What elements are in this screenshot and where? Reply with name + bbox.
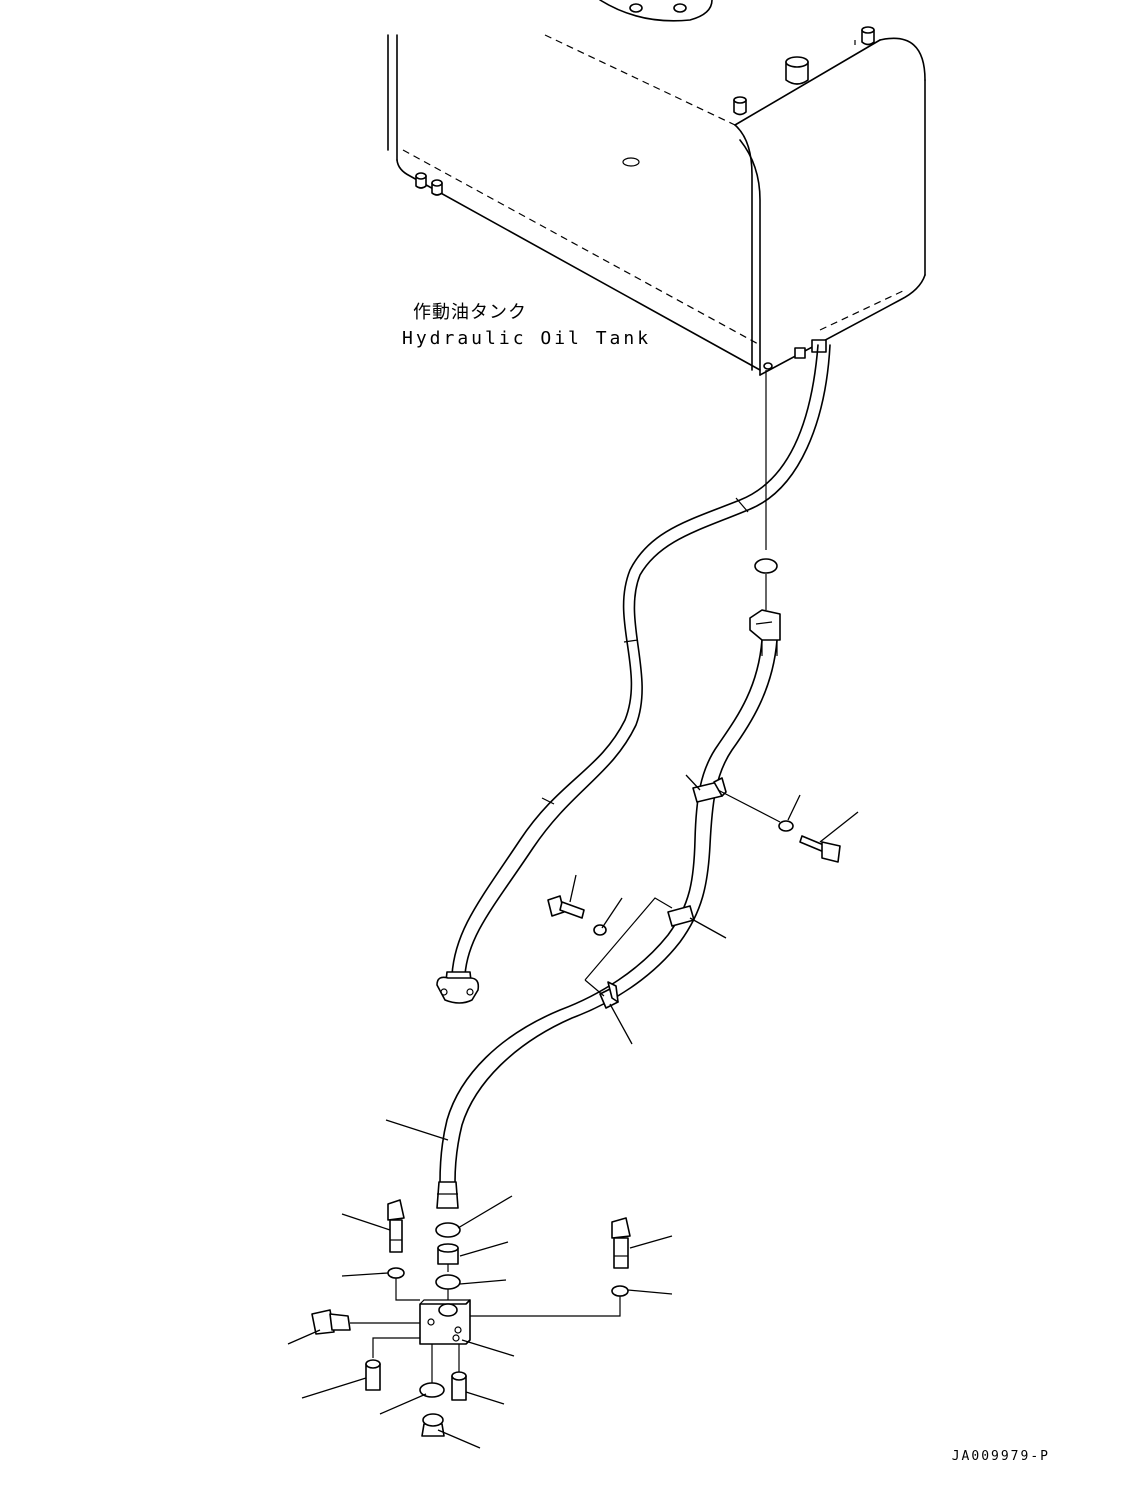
main-hose xyxy=(436,609,781,1209)
return-hose-back xyxy=(436,344,831,1004)
tank-drain-line xyxy=(754,370,778,610)
valve-block xyxy=(419,1299,471,1345)
clamp-bolt-upper xyxy=(717,789,841,863)
plug-bottom xyxy=(421,1413,445,1437)
plug-right xyxy=(451,1344,467,1401)
leader-lines xyxy=(287,774,859,1449)
hose-clamp-middle xyxy=(667,905,695,927)
tank-boss-large xyxy=(785,56,809,85)
o-ring-top xyxy=(754,558,778,574)
tank-outlet-ports xyxy=(763,289,906,370)
washer-right xyxy=(611,1285,629,1297)
pressure-sensor xyxy=(311,1309,420,1335)
washer-middle xyxy=(593,924,607,936)
drawing-code: JA009979-P xyxy=(952,1449,1050,1464)
tank-label-jp: 作動油タンク xyxy=(413,302,527,323)
tank-boss-corner xyxy=(861,26,875,46)
valve-assembly xyxy=(311,1199,631,1437)
mounting-bolt-left xyxy=(387,1199,405,1253)
o-ring-2 xyxy=(435,1274,461,1290)
tank-boss-small xyxy=(733,96,747,116)
tank-bottom-bolt-a xyxy=(415,172,427,189)
tank-label-en: Hydraulic Oil Tank xyxy=(402,328,651,349)
mounting-bolt-right xyxy=(611,1217,631,1269)
hydraulic-oil-tank xyxy=(387,0,926,376)
washer-left xyxy=(387,1267,405,1279)
hose-clamp-upper xyxy=(692,777,727,803)
hose-bottom-fitting xyxy=(436,1181,459,1209)
hose-clamp-lower xyxy=(599,981,619,1009)
washer-upper xyxy=(778,820,794,832)
clamp-bracket-outline xyxy=(584,897,673,997)
tank-bottom-bolt-b xyxy=(431,179,443,196)
o-ring-1 xyxy=(435,1222,461,1238)
hose-top-fitting xyxy=(749,609,781,656)
clamp-bolt-middle xyxy=(547,895,607,936)
flange-fitting xyxy=(436,971,480,1004)
plug-left xyxy=(365,1337,420,1391)
adapter-fitting xyxy=(437,1243,459,1272)
